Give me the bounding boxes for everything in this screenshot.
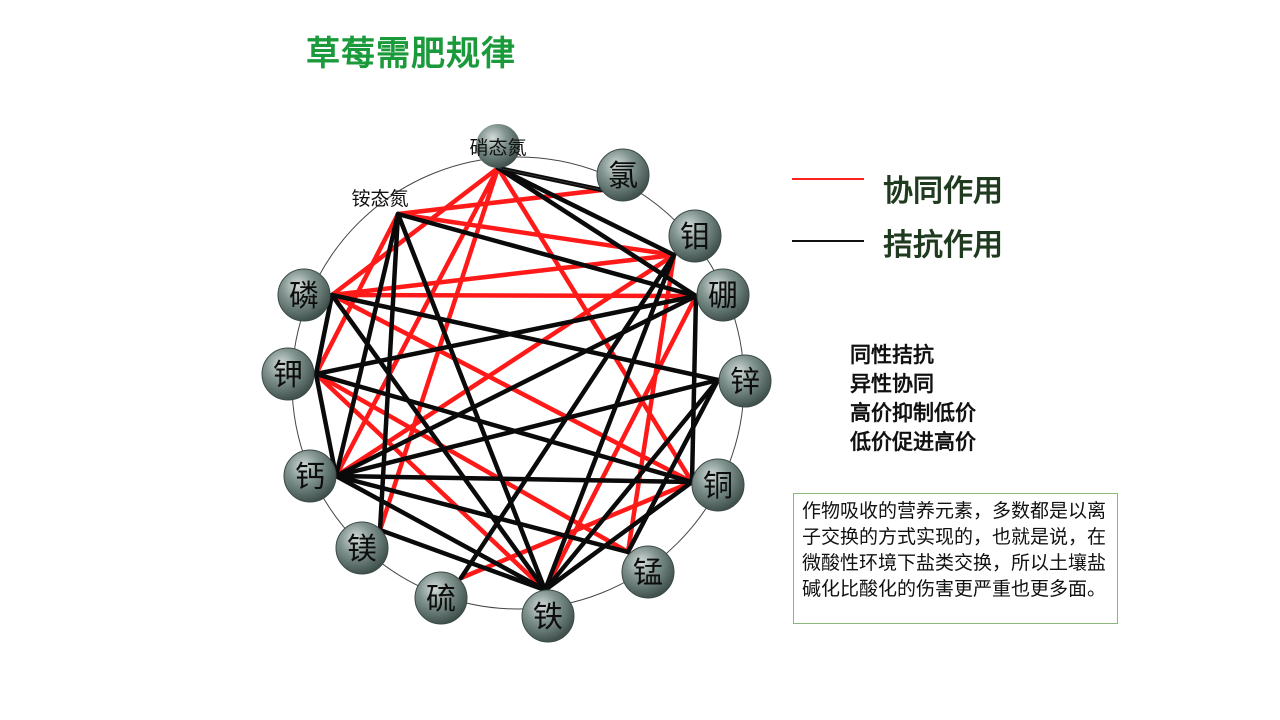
edge-antagonism-phosphorus-iron <box>329 292 548 593</box>
edge-synergy-calcium-molybdenum <box>333 252 677 479</box>
node-label-magnesium: 镁 <box>347 532 377 567</box>
edge-antagonism-potassium-copper <box>313 371 695 485</box>
node-ball-phosphorus <box>277 268 331 322</box>
node-ball-magnesium <box>335 521 389 575</box>
node-label-manganese: 锰 <box>633 556 663 591</box>
edge-synergy-iron-boron <box>542 293 699 593</box>
edge-antagonism-sulfur-molybdenum <box>458 252 677 581</box>
node-ball-iron <box>521 589 575 643</box>
node-zinc: 锌 <box>718 354 772 408</box>
edge-antagonism-iron-molybdenum <box>542 252 677 593</box>
node-ball-potassium <box>261 347 315 401</box>
node-potassium: 钾 <box>261 347 315 401</box>
node-label-ammonium: 铵态氮 <box>351 188 408 210</box>
node-chlorine: 氯 <box>596 148 650 202</box>
edge-synergy-potassium-iron <box>313 371 548 593</box>
node-ball-calcium <box>283 449 337 503</box>
node-label-molybdenum: 钼 <box>680 220 710 255</box>
edge-synergy-molybdenum-manganese <box>625 252 677 555</box>
edge-antagonism-copper-boron <box>689 293 699 485</box>
node-manganese: 锰 <box>621 545 675 599</box>
node-label-phosphorus: 磷 <box>289 279 319 314</box>
edge-synergy-phosphorus-molybdenum <box>329 252 677 298</box>
node-magnesium: 镁 <box>335 521 389 575</box>
edge-synergy-ammonium-chlorine <box>395 187 605 217</box>
node-molybdenum: 钼 <box>668 209 722 263</box>
node-label-potassium: 钾 <box>273 358 303 393</box>
edge-antagonism-ammonium-boron <box>395 211 699 299</box>
rule-item: 异性协同 <box>850 371 934 396</box>
edge-antagonism-phosphorus-zinc <box>329 292 721 383</box>
edge-synergy-nitrate-copper <box>495 165 695 485</box>
node-ammonium: 铵态氮 <box>351 188 408 210</box>
legend-antagonism-label: 拮抗作用 <box>883 228 1003 263</box>
edges-layer <box>313 165 721 593</box>
node-label-copper: 铜 <box>703 469 733 504</box>
edge-antagonism-potassium-boron <box>313 293 699 377</box>
edge-antagonism-iron-zinc <box>542 377 721 593</box>
node-copper: 铜 <box>691 458 745 512</box>
node-nitrate: 硝态氮 <box>469 124 527 168</box>
edge-synergy-phosphorus-nitrate <box>329 165 501 298</box>
edge-synergy-potassium-manganese <box>313 371 631 555</box>
node-ball-sulfur <box>414 571 468 625</box>
rules-list: 同性拮抗 异性协同 高价抑制低价 低价促进高价 <box>850 340 976 456</box>
node-sulfur: 硫 <box>414 571 468 625</box>
node-ball-manganese <box>621 545 675 599</box>
node-ball-nitrate <box>476 124 520 168</box>
legend-antagonism-line <box>792 240 864 242</box>
node-phosphorus: 磷 <box>277 268 331 322</box>
node-iron: 铁 <box>521 589 575 643</box>
page-title: 草莓需肥规律 <box>306 34 516 74</box>
node-ball-boron <box>696 268 750 322</box>
edge-thin-nitrate-chlorine <box>497 167 603 191</box>
node-calcium: 钙 <box>283 449 337 503</box>
edge-synergy-ammonium-molybdenum <box>395 211 677 258</box>
node-ball-molybdenum <box>668 209 722 263</box>
edge-synergy-nitrate-calcium <box>333 165 501 479</box>
node-label-sulfur: 硫 <box>426 582 456 617</box>
node-ball-chlorine <box>596 148 650 202</box>
edge-antagonism-calcium-boron <box>333 293 699 479</box>
legend-synergy-line <box>792 178 864 180</box>
edge-antagonism-manganese-zinc <box>625 377 721 555</box>
rule-item: 同性拮抗 <box>850 342 934 367</box>
node-label-calcium: 钙 <box>295 460 325 495</box>
edge-synergy-phosphorus-boron <box>329 292 699 299</box>
node-label-nitrate: 硝态氮 <box>469 137 526 159</box>
node-label-boron: 硼 <box>708 279 738 314</box>
explanation-note: 作物吸收的营养元素，多数都是以离子交换的方式实现的，也就是说，在微酸性环境下盐类… <box>793 493 1118 624</box>
node-label-iron: 铁 <box>533 600 563 635</box>
edge-antagonism-phosphorus-potassium <box>313 292 335 377</box>
edge-antagonism-ammonium-iron <box>395 211 548 593</box>
edge-antagonism-calcium-manganese <box>333 473 631 555</box>
edge-antagonism-magnesium-iron <box>377 527 548 593</box>
edge-antagonism-nitrate-molybdenum <box>495 165 677 258</box>
rule-item: 高价抑制低价 <box>850 400 976 425</box>
edge-antagonism-potassium-calcium <box>313 371 339 479</box>
edge-antagonism-iron-copper <box>542 479 695 593</box>
node-label-chlorine: 氯 <box>608 159 638 194</box>
edge-antagonism-calcium-zinc <box>333 377 721 479</box>
node-ball-zinc <box>718 354 772 408</box>
node-boron: 硼 <box>696 268 750 322</box>
legend-synergy-label: 协同作用 <box>883 174 1003 209</box>
edge-antagonism-calcium-iron <box>333 473 548 593</box>
rule-item: 低价促进高价 <box>850 429 976 454</box>
node-label-zinc: 锌 <box>730 365 760 400</box>
node-ball-copper <box>691 458 745 512</box>
